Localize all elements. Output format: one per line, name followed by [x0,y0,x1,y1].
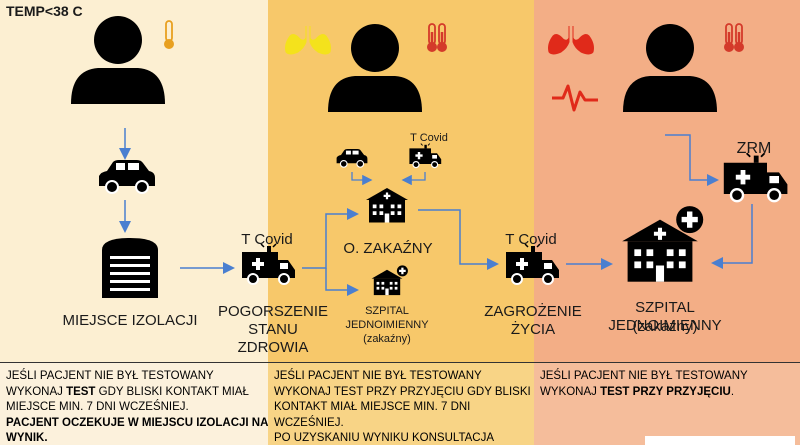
arrow-zrm-to-hospital [711,204,753,269]
arrow-to-small-hospital [325,268,359,296]
lungs-icon [285,26,331,55]
person-icon [623,24,717,112]
car-icon [98,159,156,194]
car-icon [336,148,368,168]
thermometer-icon [435,22,449,54]
note-text: . [730,385,735,398]
threat-label-2: ŻYCIA [510,321,556,338]
infectious-ward-label: O. ZAKAŹNY [343,240,433,257]
thermometer-icon [722,22,736,54]
ambulance-icon [408,143,442,169]
person-icon [71,16,165,104]
hospital-small-label-1: SZPITAL [365,305,409,317]
ambulance-icon [722,151,789,203]
ambulance-icon [505,243,560,285]
arrow-to-zrm [665,134,719,186]
note-text: JEŚLI PACJENT NIE BYŁ TESTOWANY WYKONAJ [6,370,214,398]
note-life-threat: JEŚLI PACJENT NIE BYŁ TESTOWANY WYKONAJ … [534,362,800,445]
transport-label-top: T Covid [410,132,448,144]
single-name-hospital-sub: (zakaźny) [632,318,698,335]
threat-label-1: ZAGROŻENIE [484,303,582,320]
person-icon [328,24,422,112]
thermometer-icon [164,20,174,49]
hospital-icon [371,265,408,296]
footer-box [645,436,795,445]
thermometer-icon [425,22,439,54]
hospital-icon [622,206,704,282]
arrow-to-transport-2 [418,209,499,270]
isolation-place-label: MIEJSCE IZOLACJI [62,312,198,329]
worsening-label-1: POGORSZENIE [218,303,329,320]
note-text: GDY BLISKI KONTAKT MIAŁ MIEJSCE MIN. 7 D… [6,385,249,414]
heartbeat-icon [552,84,598,112]
note-2-line-2: PO UZYSKANIU WYNIKU KONSULTACJA LEKARSKA… [274,432,494,444]
hospital-small-label-2: JEDNOIMIENNY [345,319,429,331]
note-bold: TEST [66,385,96,398]
lungs-icon [548,26,594,55]
hospital-small-label-3: (zakaźny) [363,333,411,345]
note-worsening: JEŚLI PACJENT NIE BYŁ TESTOWANY WYKONAJ … [268,362,534,445]
note-1-line-1: JEŚLI PACJENT NIE BYŁ TESTOWANY WYKONAJ … [6,369,268,416]
arrow-car-to-hospital [351,172,373,186]
transport-label-2: T Covid [505,231,557,248]
note-bold: PACJENT OCZEKUJE W MIEJSCU IZOLACJI NA W… [6,416,268,445]
temp-label: TEMP<38 C [6,3,83,19]
single-name-hospital-label: SZPITAL JEDNOIMIENNY [608,299,722,334]
ambulance-icon [241,243,296,285]
note-isolation: JEŚLI PACJENT NIE BYŁ TESTOWANY WYKONAJ … [0,362,268,445]
hospital-icon [366,188,408,223]
note-bold: TEST PRZY PRZYJĘCIU [600,385,731,398]
thermometer-icon [732,22,746,54]
worsening-label-2: STANU ZDROWIA [237,321,309,356]
transport-label: T Covid [241,231,293,248]
arrow-amb-to-hospital [401,172,426,186]
zrm-label: ZRM [736,140,772,157]
arrow-to-infectious [302,208,359,269]
note-3-line-1: JEŚLI PACJENT NIE BYŁ TESTOWANY WYKONAJ … [540,369,800,400]
note-text: JEŚLI PACJENT NIE BYŁ TESTOWANY WYKONAJ [540,370,748,398]
note-1-line-2: PACJENT OCZEKUJE W MIEJSCU IZOLACJI NA W… [6,416,268,445]
garage-icon [102,238,158,298]
note-2-line-1: JEŚLI PACJENT NIE BYŁ TESTOWANY WYKONAJ … [274,370,531,429]
